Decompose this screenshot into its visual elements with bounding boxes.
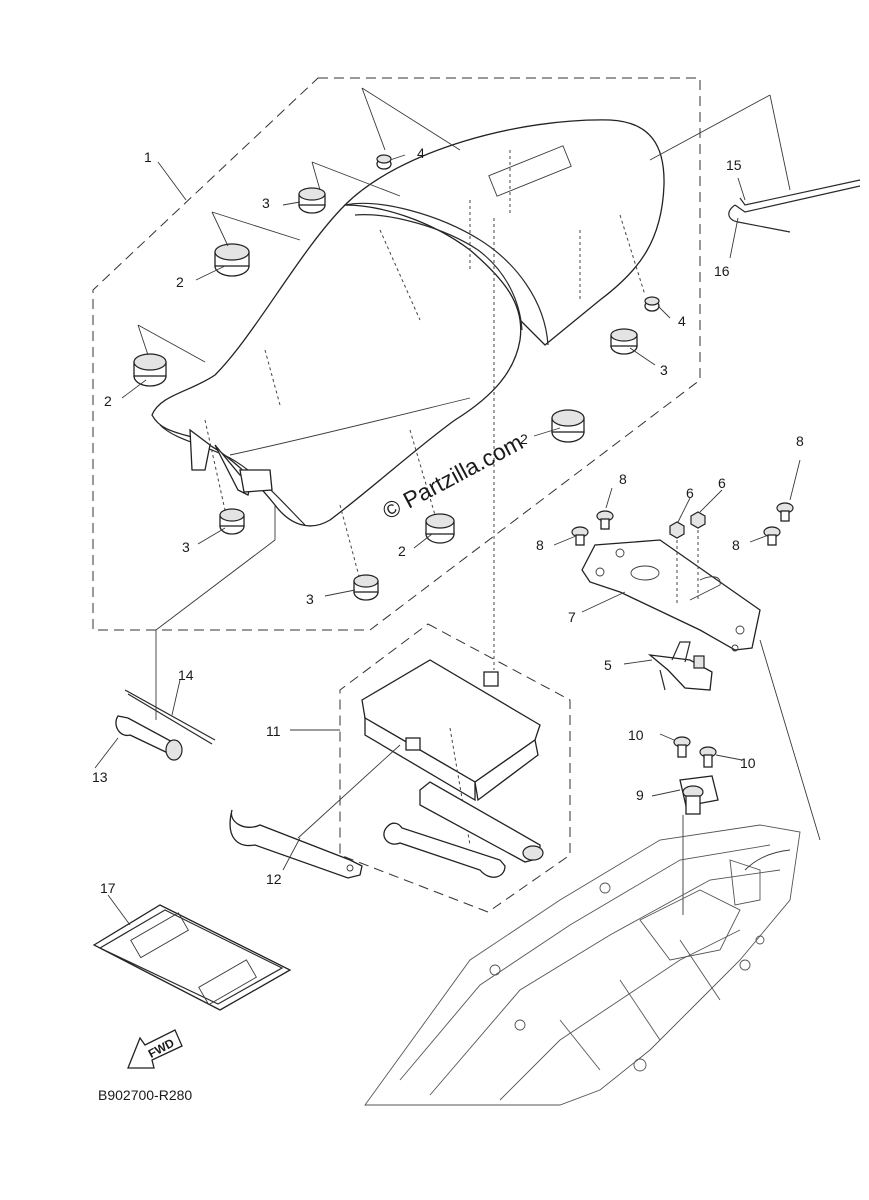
callout-6-a: 6 [686, 485, 694, 501]
cushion-parts [219, 187, 638, 601]
callout-8-c: 8 [796, 433, 804, 449]
hex-wrench-set [728, 179, 861, 233]
screwdriver [115, 505, 276, 761]
damper-parts [133, 243, 585, 544]
callout-8-b: 8 [536, 537, 544, 553]
callout-1: 1 [144, 149, 152, 165]
callout-labels: 1 2 2 2 2 3 3 3 3 4 4 5 6 6 7 8 8 8 8 9 … [92, 145, 804, 896]
callout-12: 12 [266, 871, 282, 887]
callout-3-b: 3 [660, 362, 668, 378]
callout-3-c: 3 [182, 539, 190, 555]
callout-2-d: 2 [398, 543, 406, 559]
callout-5: 5 [604, 657, 612, 673]
seat-assembly [151, 119, 665, 581]
callout-8-d: 8 [732, 537, 740, 553]
callout-13: 13 [92, 769, 108, 785]
callout-7: 7 [568, 609, 576, 625]
tool-kit-boundary [339, 623, 571, 913]
callout-10-a: 10 [628, 727, 644, 743]
seat-leader-lines [137, 87, 791, 363]
callout-4-b: 4 [678, 313, 686, 329]
forward-arrow-icon: FWD [127, 1029, 183, 1069]
callout-3-a: 3 [262, 195, 270, 211]
callout-2-b: 2 [104, 393, 112, 409]
callout-4-a: 4 [417, 145, 425, 161]
hook-wrench [229, 809, 363, 879]
tool-items [383, 781, 544, 878]
callout-8-a: 8 [619, 471, 627, 487]
callout-2-a: 2 [176, 274, 184, 290]
callout-9: 9 [636, 787, 644, 803]
owners-manual [92, 904, 292, 1011]
callout-14: 14 [178, 667, 194, 683]
callout-3-d: 3 [306, 591, 314, 607]
diagram-code: B902700-R280 [98, 1087, 192, 1103]
seat-lock-hook [647, 641, 713, 691]
callout-15: 15 [726, 157, 742, 173]
frame-outline [364, 639, 821, 1106]
seat-group-boundary [92, 77, 701, 631]
callout-16: 16 [714, 263, 730, 279]
callout-10-b: 10 [740, 755, 756, 771]
tool-bag [361, 659, 541, 846]
callout-6-b: 6 [718, 475, 726, 491]
callout-11: 11 [266, 723, 281, 739]
callout-17: 17 [100, 880, 116, 896]
callout-2-c: 2 [520, 431, 528, 447]
small-damper-parts [376, 154, 660, 312]
callout-leaders [94, 154, 801, 926]
seat-lock-bracket [581, 539, 761, 652]
bracket-bolts [571, 502, 794, 605]
lock-bracket-small [673, 736, 719, 915]
